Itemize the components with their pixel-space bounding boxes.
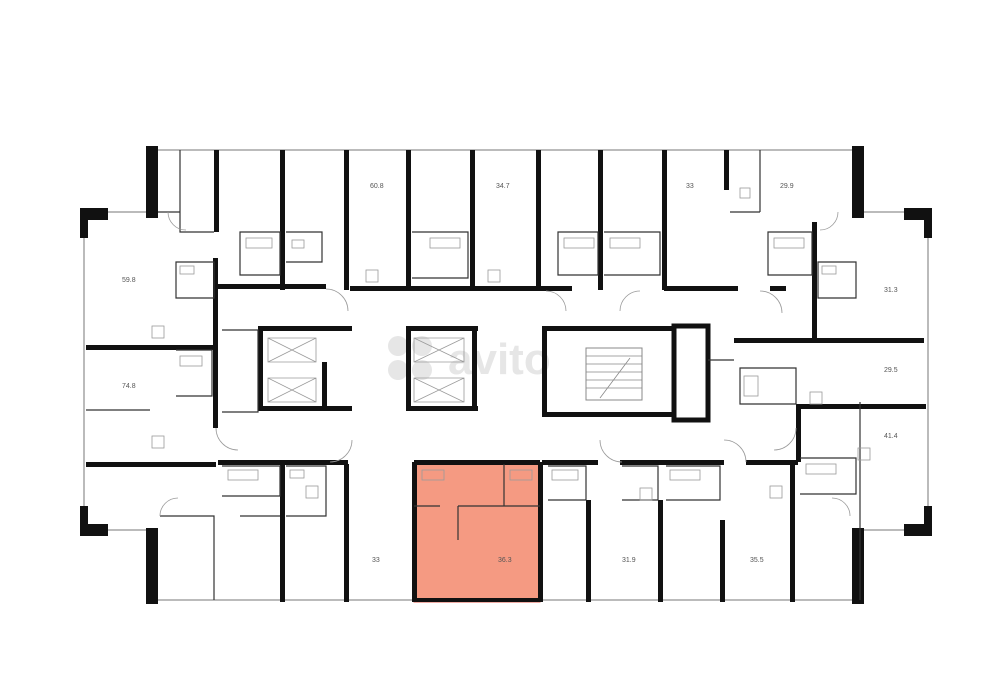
stove-icon xyxy=(487,269,501,283)
bathtub-icon xyxy=(245,237,273,249)
stove-icon xyxy=(639,487,653,501)
watermark-dot-icon xyxy=(412,336,432,356)
shower-icon xyxy=(421,469,445,481)
bathtub-icon xyxy=(179,355,203,367)
sink-icon xyxy=(821,265,837,275)
walls xyxy=(80,146,932,604)
sink-icon xyxy=(289,469,305,479)
unit-area-label: 31.3 xyxy=(884,287,898,294)
unit-area-label selected-unit-area: 36.3 xyxy=(498,557,512,564)
facade-glazing xyxy=(83,149,929,601)
stove-icon xyxy=(151,435,165,449)
unit-area-label: 34.7 xyxy=(496,183,510,190)
bathtub-icon xyxy=(669,469,701,481)
bathtub-icon xyxy=(805,463,837,475)
unit-area-label: 33 xyxy=(372,557,380,564)
unit-area-label: 41.4 xyxy=(884,433,898,440)
bathtub-icon xyxy=(509,469,533,481)
interior-partitions xyxy=(86,150,861,600)
unit-area-label: 74.8 xyxy=(122,383,136,390)
unit-area-label: 31.9 xyxy=(622,557,636,564)
bathtub-icon xyxy=(773,237,805,249)
stove-icon xyxy=(305,485,319,499)
selected-apartment[interactable] xyxy=(413,463,541,603)
elevator-shafts xyxy=(267,337,465,403)
area-labels: 60.8 34.7 33 29.9 59.8 31.3 74.8 29.5 41… xyxy=(122,183,898,564)
bathtub-icon xyxy=(563,237,595,249)
sanitary-fixtures xyxy=(179,237,837,481)
sink-icon xyxy=(291,239,305,249)
stove-icon xyxy=(365,269,379,283)
kitchen-stoves xyxy=(151,187,871,501)
bathtub-icon xyxy=(429,237,461,249)
bathtub-icon xyxy=(551,469,579,481)
stove-icon xyxy=(857,447,871,461)
watermark: avito xyxy=(388,335,551,384)
door-swings xyxy=(159,211,851,517)
shower-icon xyxy=(743,375,759,397)
bathtub-icon xyxy=(609,237,641,249)
watermark-text: avito xyxy=(448,335,551,384)
bathtub-icon xyxy=(227,469,259,481)
watermark-dot-icon xyxy=(388,336,408,356)
sink-icon xyxy=(179,265,195,275)
unit-area-label: 33 xyxy=(686,183,694,190)
watermark-dot-icon xyxy=(412,360,432,380)
staircase xyxy=(585,347,643,401)
watermark-dot-icon xyxy=(388,360,408,380)
stove-icon xyxy=(739,187,751,199)
unit-area-label: 59.8 xyxy=(122,277,136,284)
unit-area-label: 60.8 xyxy=(370,183,384,190)
unit-area-label: 35.5 xyxy=(750,557,764,564)
unit-area-label: 29.5 xyxy=(884,367,898,374)
stove-icon xyxy=(151,325,165,339)
stove-icon xyxy=(769,485,783,499)
stove-icon xyxy=(809,391,823,405)
unit-area-label: 29.9 xyxy=(780,183,794,190)
